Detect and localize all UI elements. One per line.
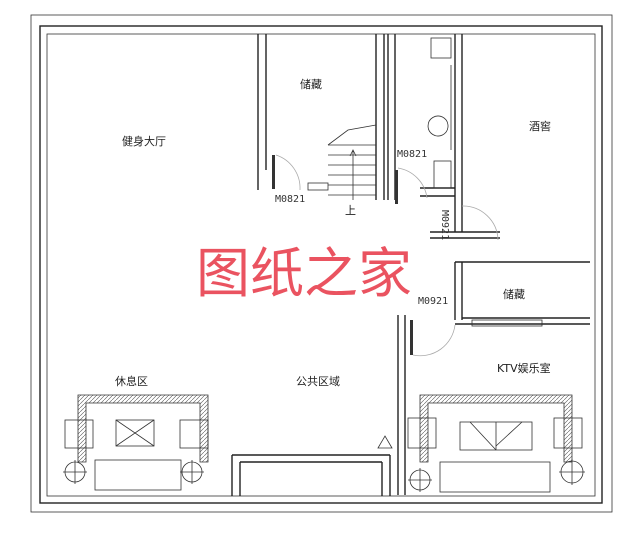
room-label-ktv: KTV娱乐室 [497, 361, 551, 375]
staircase [307, 124, 377, 200]
door-code-bath: M0821 [397, 149, 427, 160]
door-code-storage-right: M0921 [418, 296, 448, 307]
room-label-wine-cellar: 酒窖 [529, 119, 551, 133]
door-code-cellar: M0921 [439, 210, 450, 240]
room-label-storage-right: 储藏 [503, 287, 525, 301]
room-label-lounge: 休息区 [115, 374, 148, 388]
door-code-storage: M0821 [275, 194, 305, 205]
column-marker [377, 435, 393, 449]
outer-walls [39, 25, 603, 504]
door-swings [272, 154, 499, 357]
room-label-public-area: 公共区域 [296, 375, 340, 388]
room-label-storage-top: 储藏 [300, 77, 322, 91]
room-label-gym-hall: 健身大厅 [122, 134, 166, 148]
lounge-sofa-set [63, 394, 209, 491]
watermark: 图纸之家 [196, 242, 412, 305]
bathroom-fixtures [427, 37, 452, 189]
drawing-frame [30, 14, 613, 513]
stair-up-label: 上 [345, 204, 356, 217]
shelf [471, 319, 543, 327]
interior-walls [231, 34, 590, 496]
ktv-sofa-set [407, 394, 585, 493]
